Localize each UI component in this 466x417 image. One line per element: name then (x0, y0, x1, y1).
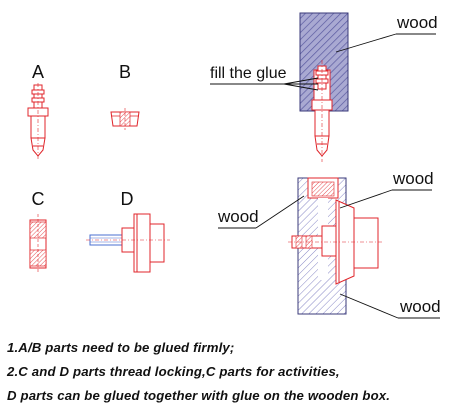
part-d-label: D (121, 189, 134, 209)
instructions: 1.A/B parts need to be glued firmly; 2.C… (7, 336, 462, 408)
callout-wood-bottom: wood (399, 297, 441, 316)
part-a-label: A (32, 62, 44, 82)
assembly-a-b: wood fill the glue (210, 12, 438, 162)
instruction-line-1: 1.A/B parts need to be glued firmly; (7, 340, 235, 355)
callout-fill-glue: fill the glue (210, 65, 287, 82)
callout-wood-top: wood (396, 13, 438, 32)
callout-wood-right: wood (392, 169, 434, 188)
callout-wood-left: wood (217, 207, 259, 226)
part-b-label: B (119, 62, 131, 82)
assembly-diagram: A B C D (27, 12, 441, 319)
part-c: C (29, 189, 47, 274)
part-a: A (27, 62, 49, 160)
part-c-label: C (32, 189, 45, 209)
part-b: B (110, 62, 140, 130)
instruction-line-3: D parts can be glued together with glue … (7, 388, 391, 403)
part-d: D (86, 189, 170, 273)
assembly-c-d: wood wood wood (217, 169, 441, 319)
instruction-line-2: 2.C and D parts thread locking,C parts f… (7, 364, 340, 379)
